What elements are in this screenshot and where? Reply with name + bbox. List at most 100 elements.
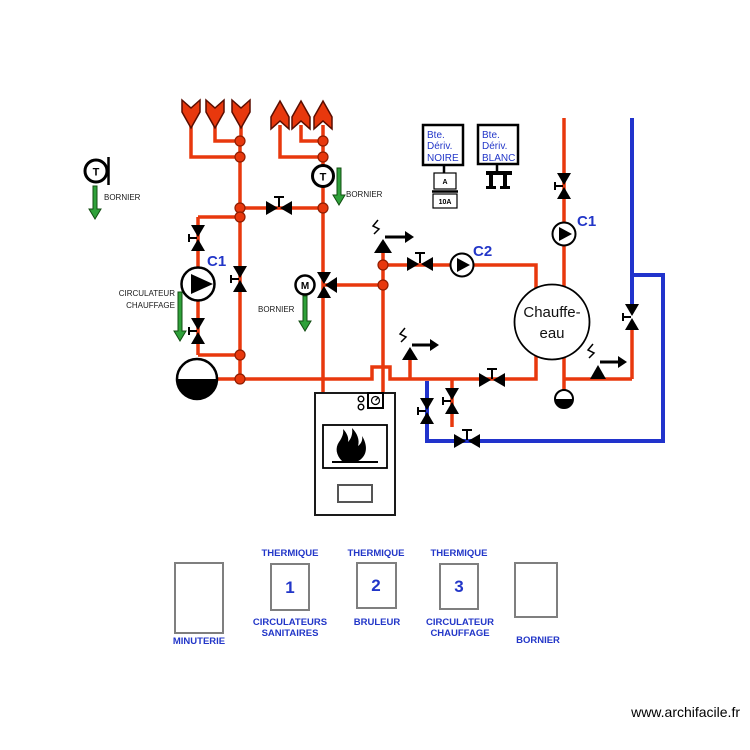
box-text: Bte. [482, 130, 500, 141]
down-arrow-icon[interactable] [205, 98, 225, 130]
legend-caption: SANITAIRES [262, 628, 319, 639]
safety-valve-bottom-run[interactable] [398, 327, 439, 360]
plug-symbol-icon [486, 164, 512, 189]
label-chauffage: CHAUFFAGE [126, 301, 175, 310]
pump-circulateur-chauffage[interactable] [180, 266, 216, 302]
label-bornier: BORNIER [258, 305, 295, 314]
label-c1-dhw: C1 [577, 213, 596, 230]
legend-box-minuterie[interactable] [174, 562, 224, 634]
spring-icon [371, 219, 381, 235]
boiler-knob-icon[interactable] [357, 395, 365, 403]
legend-number: 1 [285, 578, 294, 597]
junction-dot [317, 135, 329, 147]
legend-caption: CHAUFFAGE [430, 628, 489, 639]
junction-dot [234, 135, 246, 147]
legend-caption: MINUTERIE [173, 636, 225, 647]
valve-c1-lower[interactable] [188, 318, 205, 344]
thermostat-standalone[interactable]: T [83, 157, 110, 185]
junction-dot [377, 259, 389, 271]
legend: THERMIQUE THERMIQUE THERMIQUE 1 2 3 MINU… [173, 548, 560, 647]
pump-triangle-icon [457, 258, 470, 272]
fuse-box-top[interactable] [433, 172, 457, 190]
down-arrow-icon[interactable] [231, 98, 251, 130]
sensors: T T M [83, 157, 335, 296]
up-arrow-icon[interactable] [291, 99, 311, 131]
down-arrow-icon[interactable] [181, 98, 201, 130]
junction-dot [317, 151, 329, 163]
boiler[interactable] [314, 392, 396, 516]
legend-caption: CIRCULATEUR [426, 617, 494, 628]
spring-icon [398, 327, 408, 343]
green-arrow-icon [173, 291, 187, 342]
valve-c1-upper[interactable] [188, 225, 205, 251]
legend-box-2[interactable] [356, 562, 397, 609]
flame-icon [336, 428, 366, 463]
motor-actuator[interactable]: M [294, 274, 316, 296]
water-heater-label-2: eau [539, 325, 564, 342]
vessels [175, 357, 574, 409]
valve-bottom-run[interactable] [479, 368, 505, 387]
pump-c2[interactable] [449, 252, 475, 278]
valve-drain-stub[interactable] [442, 388, 459, 414]
derivation-box-noire[interactable]: Bte. Dériv. NOIRE A 10A [421, 123, 465, 209]
wire-labels: BORNIER BORNIER BORNIER CIRCULATEUR CHAU… [104, 190, 383, 314]
up-arrow-icon[interactable] [313, 99, 333, 131]
water-heater-body[interactable] [513, 283, 591, 361]
valve-fill-loop[interactable] [417, 398, 434, 424]
green-arrow-icon [298, 295, 312, 332]
safety-valve-wh[interactable] [586, 343, 627, 379]
expansion-vessel[interactable] [175, 357, 219, 401]
junction-dot [377, 279, 389, 291]
legend-thermique: THERMIQUE [262, 548, 319, 559]
water-heater-label-1: Chauffe- [523, 304, 580, 321]
valve-crosslink[interactable] [266, 196, 292, 215]
valve-left-riser[interactable] [230, 266, 247, 292]
valves [188, 173, 639, 448]
valve-c2-line[interactable] [407, 252, 433, 271]
legend-box-3[interactable] [439, 563, 479, 610]
thermostat-letter: T [93, 167, 100, 179]
box-text: BLANC [482, 153, 515, 164]
watermark: www.archifacile.fr [630, 704, 740, 720]
thermostat-pipe[interactable]: T [311, 164, 335, 188]
derivation-boxes: Bte. Dériv. NOIRE A 10A Bte. Dériv. BLAN… [421, 123, 520, 209]
pump-triangle-icon [191, 274, 213, 294]
legend-caption: BRULEUR [354, 617, 401, 628]
boiler-knob-icon[interactable] [357, 403, 365, 411]
legend-box-bornier[interactable] [514, 562, 558, 618]
pump-c1-dhw[interactable] [551, 221, 577, 247]
hot-water-pipes [189, 118, 634, 427]
drain-valve-wh[interactable] [554, 389, 574, 409]
pump-triangle-icon [559, 227, 572, 241]
legend-number: 2 [371, 576, 380, 595]
timer-hand-icon [375, 396, 379, 401]
mixing-valve[interactable] [317, 272, 337, 298]
fuse-text: A [442, 179, 447, 186]
pump-labels: C1 C2 C1 [207, 213, 596, 270]
up-arrow-icon[interactable] [270, 99, 290, 131]
thermostat-letter: T [320, 172, 327, 184]
label-c2: C2 [473, 243, 492, 260]
label-bornier: BORNIER [346, 190, 383, 199]
pumps [180, 221, 577, 302]
safety-valves [371, 219, 627, 379]
label-bornier: BORNIER [104, 193, 141, 202]
box-text: Dériv. [427, 141, 452, 152]
junction-dots [234, 135, 389, 385]
valve-cold-loop-horizontal[interactable] [454, 429, 480, 448]
legend-box-1[interactable] [270, 563, 310, 611]
derivation-box-blanc[interactable]: Bte. Dériv. BLANC [476, 123, 520, 189]
water-heater[interactable]: Chauffe- eau [513, 283, 591, 361]
valve-dhw-riser[interactable] [554, 173, 571, 199]
legend-thermique: THERMIQUE [348, 548, 405, 559]
label-circulateur: CIRCULATEUR [119, 289, 176, 298]
pipe-radiator-return-1 [189, 124, 240, 159]
pipe-radiator-return-2 [213, 124, 240, 143]
legend-thermique: THERMIQUE [431, 548, 488, 559]
boiler-drawer [337, 484, 373, 503]
safety-valve-central[interactable] [371, 219, 414, 253]
fuse-box-bottom[interactable] [432, 193, 458, 209]
valve-cold-feed[interactable] [622, 304, 639, 330]
